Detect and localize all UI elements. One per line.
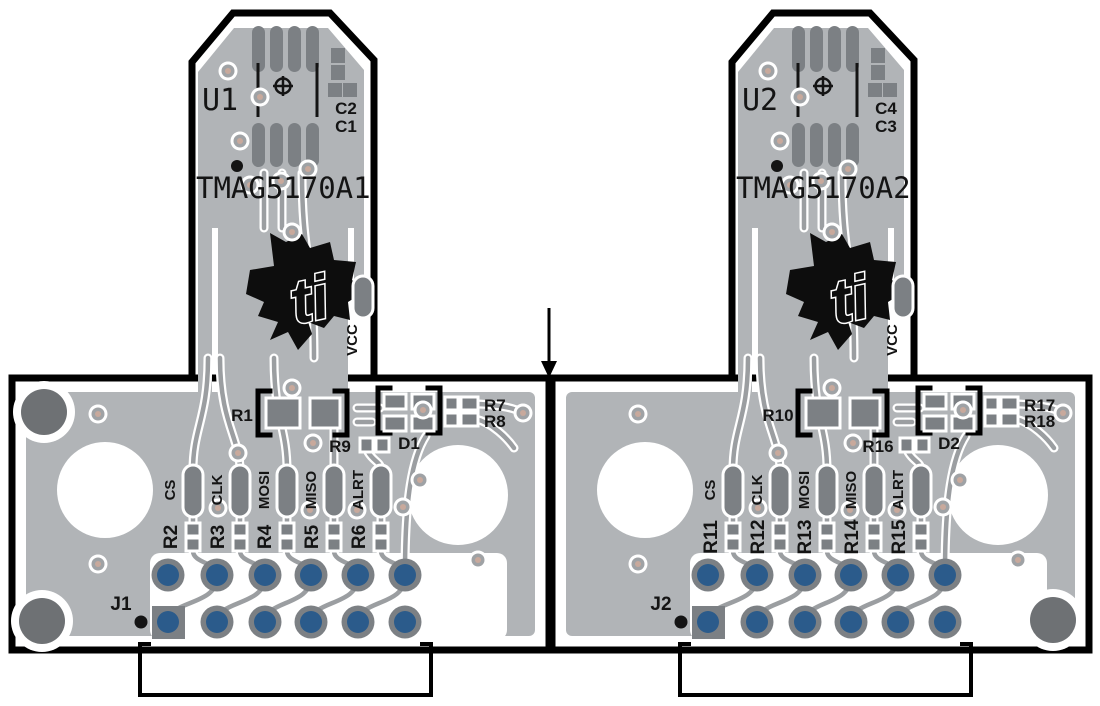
signal-label: MOSI [256,471,273,509]
resistor-label: R14 [842,519,863,554]
silkscreen-labels-left: U1 TMAG5170A1 C2 C1 VCC R1 R9 D1 R7 R8 C… [110,83,505,615]
connector-label: J2 [650,594,671,615]
bridge-resistor-label: R1 [231,406,253,425]
mounting-hole [21,389,67,435]
signal-label: MOSI [796,471,813,509]
resistor-label: R12 [748,520,769,555]
resistor-label: R4 [255,524,276,549]
signal-label: CLK [749,474,766,505]
pullup-top-label: R7 [484,396,506,415]
pcb-unit-right: U2 TMAG5170A2 C4 C3 VCC R10 R16 D2 R17 R… [552,13,1089,695]
bridge-resistor-label: R10 [762,406,793,425]
resistor-label: R3 [208,525,229,549]
signal-label: ALRT [350,470,367,510]
signal-label: MISO [843,471,860,510]
pullup-bottom-label: R8 [484,412,506,431]
ic-ref-label: U1 [202,83,238,118]
signal-label: CS [162,480,179,501]
connector-label: J1 [110,594,132,615]
signal-label: CS [702,480,719,501]
ic-ref-label: U2 [742,83,778,118]
resistor-label: R5 [302,524,323,549]
pullup-bottom-label: R18 [1024,412,1055,431]
signal-label: MISO [303,471,320,510]
diode-label: D2 [938,434,960,453]
resistor-label: R15 [889,519,910,554]
pcb-unit-left: U1 TMAG5170A1 C2 C1 VCC R1 R9 D1 R7 R8 C… [11,13,549,695]
series-resistor-label: R16 [862,437,893,456]
signal-label: ALRT [890,470,907,510]
series-resistor-label: R9 [329,437,351,456]
vcc-label: VCC [884,324,901,356]
diode-label: D1 [398,434,420,453]
ic-name-label: TMAG5170A1 [196,171,371,205]
cap-top-label: C2 [335,99,357,118]
silkscreen-labels-right: U2 TMAG5170A2 C4 C3 VCC R10 R16 D2 R17 R… [650,83,1055,615]
cap-bottom-label: C1 [335,117,357,136]
mounting-hole [19,598,65,644]
pullup-top-label: R17 [1024,396,1055,415]
cap-top-label: C4 [875,99,897,118]
vcc-label: VCC [344,324,361,356]
cap-bottom-label: C3 [875,117,897,136]
mounting-hole [1030,597,1076,643]
down-arrow-icon [541,308,557,378]
resistor-label: R2 [161,525,182,549]
resistor-label: R11 [701,520,722,554]
resistor-label: R6 [349,525,370,549]
ic-name-label: TMAG5170A2 [736,171,911,205]
signal-label: CLK [209,474,226,505]
resistor-label: R13 [795,520,816,555]
